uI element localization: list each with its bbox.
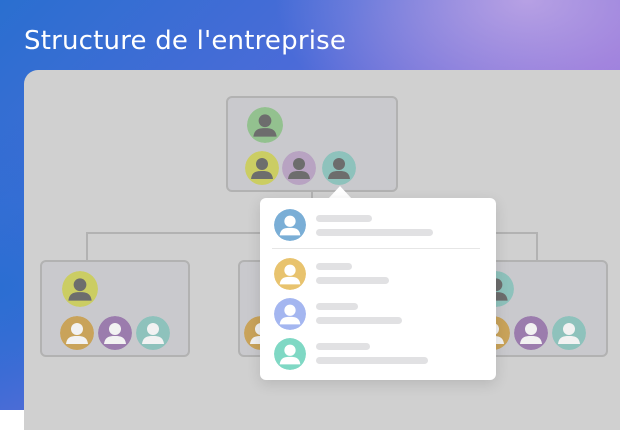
member-avatar[interactable] — [136, 316, 170, 350]
popup-member-role-placeholder — [316, 277, 389, 284]
member-avatar[interactable] — [98, 316, 132, 350]
person-icon — [552, 316, 586, 350]
lead-avatar[interactable] — [62, 271, 98, 307]
person-icon — [322, 151, 356, 185]
lead-avatar[interactable] — [247, 107, 283, 143]
person-icon — [62, 271, 98, 307]
popup-lead-avatar[interactable] — [274, 209, 306, 241]
member-avatar[interactable] — [60, 316, 94, 350]
member-avatar[interactable] — [282, 151, 316, 185]
person-icon — [245, 151, 279, 185]
popup-member-avatar[interactable] — [274, 298, 306, 330]
person-icon — [282, 151, 316, 185]
person-icon — [247, 107, 283, 143]
popup-lead-role-placeholder — [316, 229, 433, 236]
member-avatar[interactable] — [245, 151, 279, 185]
popup-caret — [328, 186, 352, 199]
popup-lead-name-placeholder — [316, 215, 372, 222]
page-title: Structure de l'entreprise — [24, 26, 347, 56]
popup-member-role-placeholder — [316, 317, 402, 324]
person-icon — [60, 316, 94, 350]
member-avatar[interactable] — [514, 316, 548, 350]
popup-member-avatar[interactable] — [274, 338, 306, 370]
popup-member-name-placeholder — [316, 343, 370, 350]
member-avatar[interactable] — [552, 316, 586, 350]
team-popup — [260, 198, 496, 380]
popup-member-name-placeholder — [316, 303, 358, 310]
member-avatar[interactable] — [322, 151, 356, 185]
popup-member-avatar[interactable] — [274, 258, 306, 290]
person-icon — [136, 316, 170, 350]
person-icon — [274, 298, 306, 330]
person-icon — [274, 338, 306, 370]
person-icon — [274, 258, 306, 290]
popup-divider — [272, 248, 480, 249]
person-icon — [274, 209, 306, 241]
person-icon — [98, 316, 132, 350]
popup-member-role-placeholder — [316, 357, 428, 364]
person-icon — [514, 316, 548, 350]
popup-member-name-placeholder — [316, 263, 352, 270]
